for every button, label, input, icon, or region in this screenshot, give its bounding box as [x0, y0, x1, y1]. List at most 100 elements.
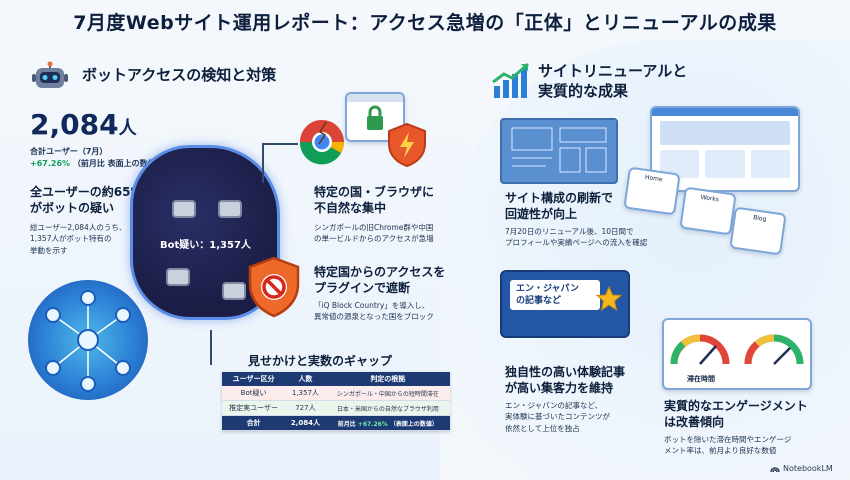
block-title-line2: プラグインで遮断 [314, 281, 411, 296]
bot-ratio-title-line2: がボットの疑い [30, 201, 115, 216]
blueprint-illustration [500, 118, 618, 184]
article-card-label: エン・ジャパン の記事など [510, 280, 600, 311]
mockup-card-blog: Blog [729, 206, 787, 256]
bot-icon-1 [172, 200, 196, 218]
bot-ratio-desc-line1: 総ユーザー2,084人のうち、 [30, 223, 127, 232]
renewal-title-line1: サイト構成の刷新で [505, 191, 614, 205]
bot-ratio-title-line1: 全ユーザーの約65% [30, 185, 143, 199]
block-title-line1: 特定国からのアクセスを [314, 265, 446, 279]
page-title: 7月度Webサイト運用レポート：アクセス急増の「正体」とリニューアルの成果 [73, 12, 777, 34]
renewal-desc-line1: 7月20日のリニューアル後、10日間で [505, 227, 634, 236]
total-users-label: 合計ユーザー（7月） [30, 147, 108, 156]
block-title: 特定国からのアクセスを プラグインで遮断 [314, 264, 445, 296]
mockup-card-works: Works [679, 186, 737, 236]
lock-icon [367, 105, 383, 130]
bot-icon-2 [218, 200, 242, 218]
mockup-label: Works [700, 193, 720, 204]
table-cell: 合計 [222, 415, 286, 431]
website-mockup-main [650, 106, 800, 192]
bot-icon-4 [222, 282, 246, 300]
table-cell: 1,357人 [285, 386, 326, 401]
table-header: 判定の根拠 [325, 372, 450, 386]
article-desc-line3: 依然として上位を独占 [505, 423, 580, 433]
engagement-title-line1: 実質的なエンゲージメント [664, 399, 808, 413]
connector-line [262, 143, 298, 145]
gap-table: ユーザー区分 人数 判定の根拠 Bot疑い 1,357人 シンガポール・中国から… [222, 372, 450, 431]
connector-line [262, 143, 264, 183]
gauge-icons [670, 334, 804, 365]
chrome-icon [298, 118, 346, 170]
renewal-title: サイト構成の刷新で 回遊性が向上 [505, 190, 613, 222]
total-growth-suffix: （表面上の数値） [389, 420, 438, 428]
article-desc-line1: エン・ジャパンの記事など、 [505, 401, 603, 410]
renewal-desc-line2: プロフィールや実績ページへの流入を確認 [505, 238, 648, 248]
mockup-label: Home [644, 173, 663, 184]
renewal-section-title: サイトリニューアルと 実質的な成果 [538, 62, 687, 101]
table-cell: 日本・米国からの自然なブラウザ利用 [325, 400, 450, 416]
gap-title: 見せかけと実数のギャップ [248, 354, 393, 368]
total-users-value: 2,084 [30, 108, 119, 141]
table-cell: 727人 [285, 400, 326, 416]
unnatural-desc-line1: シンガポールの旧Chrome群や中国 [314, 223, 434, 232]
table-cell: 2,084人 [285, 415, 326, 431]
block-shield-icon [246, 256, 302, 322]
robot-icon [30, 60, 70, 94]
unnatural-desc-line2: の単一ビルドからのアクセスが急増 [314, 234, 434, 244]
table-row: 合計 2,084人 前月比 +67.26% （表面上の数値） [222, 415, 450, 431]
engagement-title-line2: は改善傾向 [664, 415, 725, 430]
renewal-section-title-line2: 実質的な成果 [538, 81, 629, 100]
table-row: 推定実ユーザー 727人 日本・米国からの自然なブラウザ利用 [222, 400, 450, 416]
table-cell: Bot疑い [222, 386, 286, 401]
total-growth-value: +67.26% [357, 420, 388, 428]
engagement-title: 実質的なエンゲージメント は改善傾向 [664, 398, 808, 430]
block-desc-line2: 異常値の源泉となった国をブロック [314, 312, 434, 322]
article-title-line1: 独自性の高い体験記事 [505, 365, 626, 379]
table-cell: シンガポール・中国からの短時間滞在 [325, 386, 450, 401]
bot-ratio-title: 全ユーザーの約65% がボットの疑い [30, 184, 142, 216]
article-card-label-line2: の記事など [516, 296, 562, 307]
growth-chart-icon [490, 60, 532, 104]
article-title: 独自性の高い体験記事 が高い集客力を維持 [505, 364, 625, 396]
gauge-label: 滞在時間 [687, 375, 715, 383]
renewal-title-line2: 回遊性が向上 [505, 207, 578, 222]
unnatural-title-line1: 特定の国・ブラウザに [314, 185, 435, 199]
article-title-line2: が高い集客力を維持 [505, 381, 614, 396]
bot-ratio-desc: 総ユーザー2,084人のうち、 1,357人がボット特有の 挙動を示す [30, 222, 126, 256]
engagement-desc: ボットを除いた滞在時間やエンゲージ メント率は、前月より良好な数値 [664, 434, 791, 457]
shield-bolt-icon [386, 122, 428, 172]
mockup-label: Blog [752, 214, 767, 224]
gauge-panel: 滞在時間 [662, 318, 812, 390]
block-desc: 「iQ Block Country」を導入し、 異常値の源泉となった国をブロック [314, 300, 434, 323]
growth-value: +67.26% [30, 159, 71, 168]
network-lines [45, 290, 131, 392]
article-card-label-line1: エン・ジャパン [516, 284, 580, 294]
bot-icon-3 [166, 268, 190, 286]
article-desc-line2: 実体験に基づいたコンテンツが [505, 412, 610, 422]
total-users: 2,084人 [30, 108, 137, 141]
table-cell: 推定実ユーザー [222, 400, 286, 416]
table-cell: 前月比 +67.26% （表面上の数値） [325, 415, 450, 431]
notebooklm-logo: NotebookLM [770, 464, 833, 473]
article-desc: エン・ジャパンの記事など、 実体験に基づいたコンテンツが 依然として上位を独占 [505, 400, 610, 434]
unnatural-desc: シンガポールの旧Chrome群や中国 の単一ビルドからのアクセスが急増 [314, 222, 434, 245]
mockup-card-home: Home [623, 166, 681, 216]
notebooklm-logo-icon [770, 466, 780, 472]
renewal-section-title-line1: サイトリニューアルと [538, 62, 688, 80]
table-row: Bot疑い 1,357人 シンガポール・中国からの短時間滞在 [222, 386, 450, 401]
renewal-desc: 7月20日のリニューアル後、10日間で プロフィールや実績ページへの流入を確認 [505, 226, 647, 249]
table-header: 人数 [285, 372, 326, 386]
engagement-desc-line2: メント率は、前月より良好な数値 [664, 446, 777, 456]
notebooklm-logo-text: NotebookLM [783, 464, 833, 473]
bot-suspect-label: Bot疑い：1,357人 [160, 240, 251, 251]
connector-line [210, 330, 212, 365]
total-growth-prefix: 前月比 [337, 420, 356, 428]
engagement-desc-line1: ボットを除いた滞在時間やエンゲージ [664, 435, 792, 444]
total-users-unit: 人 [118, 118, 137, 139]
bot-ratio-desc-line2: 1,357人がボット特有の [30, 234, 112, 244]
table-header: ユーザー区分 [222, 372, 286, 386]
bot-ratio-desc-line3: 挙動を示す [30, 245, 68, 255]
bot-section-title: ボットアクセスの検知と対策 [82, 66, 277, 84]
growth-line: +67.26% （前月比 表面上の数値） [30, 158, 164, 169]
table-header-row: ユーザー区分 人数 判定の根拠 [222, 372, 450, 386]
growth-note: （前月比 表面上の数値） [72, 159, 164, 168]
